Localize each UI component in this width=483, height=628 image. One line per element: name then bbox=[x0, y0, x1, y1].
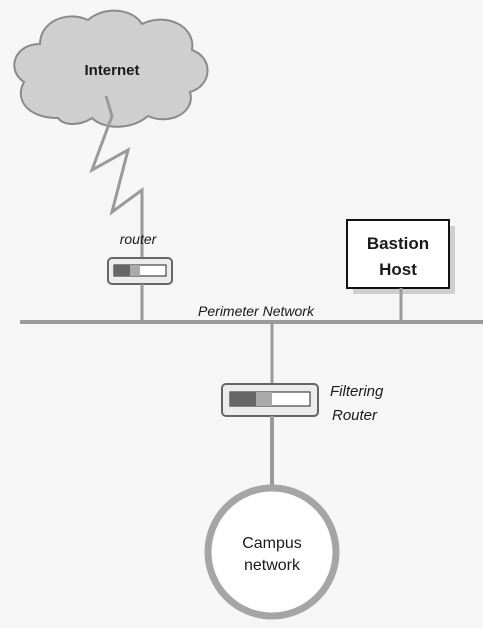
router-label: router bbox=[120, 231, 158, 247]
exterior-router bbox=[107, 257, 173, 285]
perimeter-network-label: Perimeter Network bbox=[198, 303, 315, 319]
filtering-router-label-line2: Router bbox=[332, 407, 378, 424]
campus-label-line1: Campus bbox=[242, 535, 302, 552]
internet-cloud: Internet bbox=[13, 9, 209, 128]
bastion-label-line2: Host bbox=[379, 260, 417, 279]
bastion-label-line1: Bastion bbox=[367, 234, 429, 253]
wan-link bbox=[89, 95, 144, 258]
filtering-router bbox=[221, 383, 319, 417]
internet-label: Internet bbox=[84, 62, 139, 79]
filtering-router-label-line1: Filtering bbox=[330, 383, 384, 400]
campus-network: Campus network bbox=[204, 484, 340, 620]
campus-label-line2: network bbox=[244, 557, 301, 574]
bastion-host: Bastion Host bbox=[346, 219, 455, 294]
